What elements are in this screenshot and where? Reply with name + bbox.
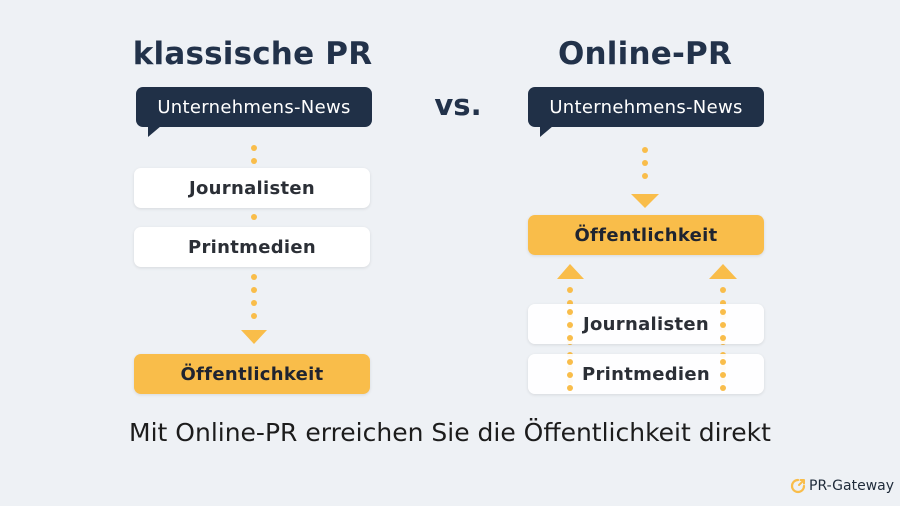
right-oeffentlichkeit-label: Öffentlichkeit [574,224,718,246]
right-oeffentlichkeit-box: Öffentlichkeit [528,215,764,255]
right-top-dotted-line [642,147,648,179]
right-arrow-down-icon [631,194,659,208]
left-printmedien-label: Printmedien [188,236,316,258]
vs-label: vs. [434,88,482,122]
left-news-box: Unternehmens-News [136,87,372,137]
online-pr-title: Online-PR [557,36,733,72]
right-news-label: Unternehmens-News [549,96,743,118]
right-journalisten-label: Journalisten [583,313,709,335]
left-oeffentlichkeit-box: Öffentlichkeit [134,354,370,394]
left-dotted-line [251,145,257,319]
left-arrow-down-icon [241,330,267,344]
classic-pr-title: klassische PR [132,36,373,72]
pr-gateway-logo: PR-Gateway [790,478,894,494]
pr-gateway-logo-text: PR-Gateway [809,478,895,494]
right-news-box: Unternehmens-News [528,87,764,137]
right-printmedien-label: Printmedien [582,363,710,385]
right-left-arrow-up-icon [557,264,584,279]
left-news-label: Unternehmens-News [157,96,351,118]
left-printmedien-box: Printmedien [134,227,370,267]
right-right-arrow-up-icon [709,264,737,279]
left-journalisten-box: Journalisten [134,168,370,208]
caption-text: Mit Online-PR erreichen Sie die Öffentli… [129,418,771,447]
left-journalisten-label: Journalisten [189,177,315,199]
left-oeffentlichkeit-label: Öffentlichkeit [180,363,324,385]
pr-gateway-logo-icon [790,478,806,494]
